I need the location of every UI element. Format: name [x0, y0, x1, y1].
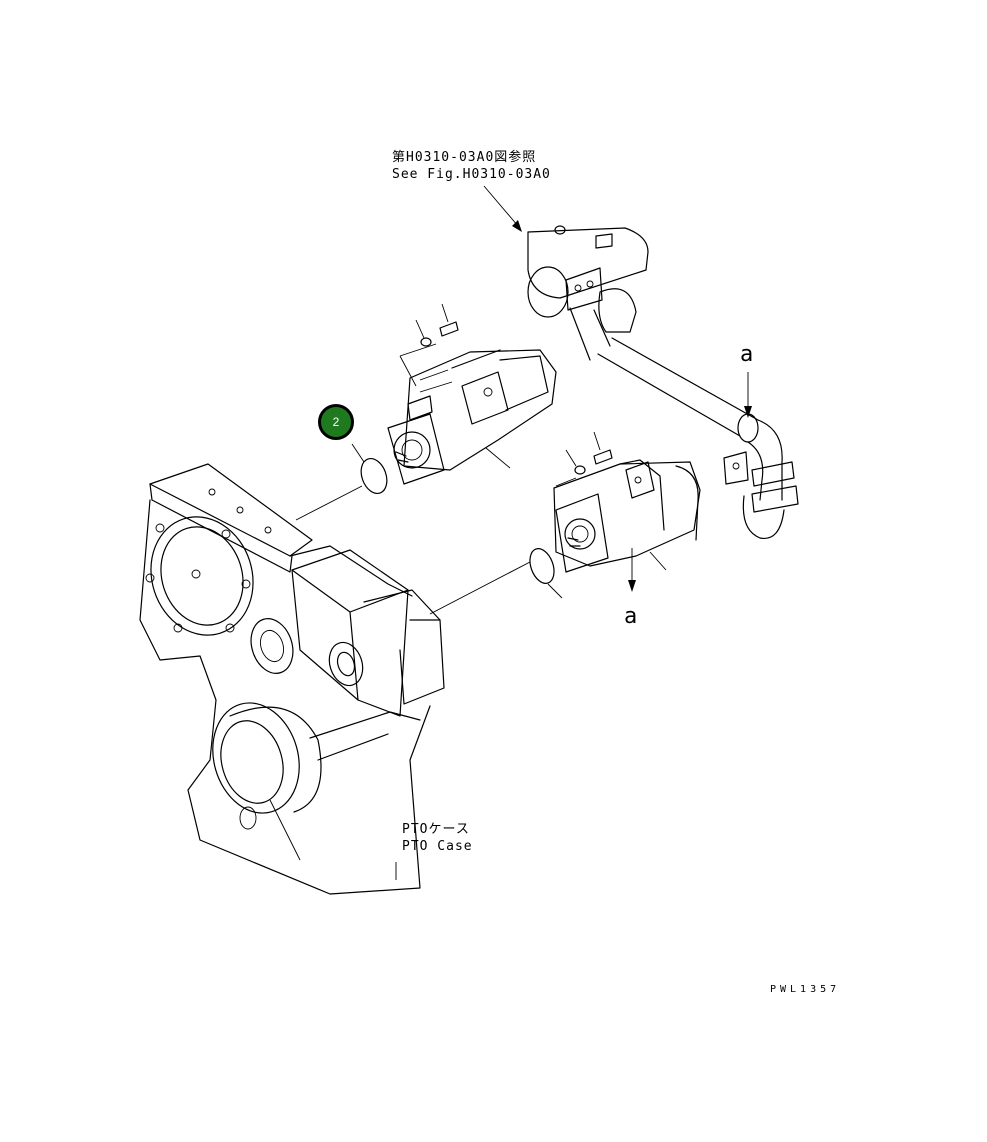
flow-marker-a-lower: a: [624, 604, 638, 629]
upper-pump: [387, 303, 557, 485]
see-fig-label-en: See Fig.H0310-03A0: [392, 167, 551, 182]
filter-tank-assembly: [527, 225, 799, 540]
flow-marker-a-upper: a: [740, 342, 754, 367]
flow-arrows: [628, 372, 752, 592]
pto-case: [139, 463, 445, 895]
part-number-badge[interactable]: 2: [318, 404, 354, 440]
pto-case-label-en: PTO Case: [402, 839, 473, 854]
pto-case-label-jp: PTOケース: [402, 822, 470, 837]
see-fig-leader: [483, 185, 522, 232]
lower-pump: [553, 431, 701, 573]
o-ring-lower: [429, 548, 563, 615]
drawing-code: PWL1357: [770, 984, 841, 995]
o-ring-upper: [295, 443, 388, 521]
see-fig-label-jp: 第H0310-03A0図参照: [392, 150, 537, 165]
